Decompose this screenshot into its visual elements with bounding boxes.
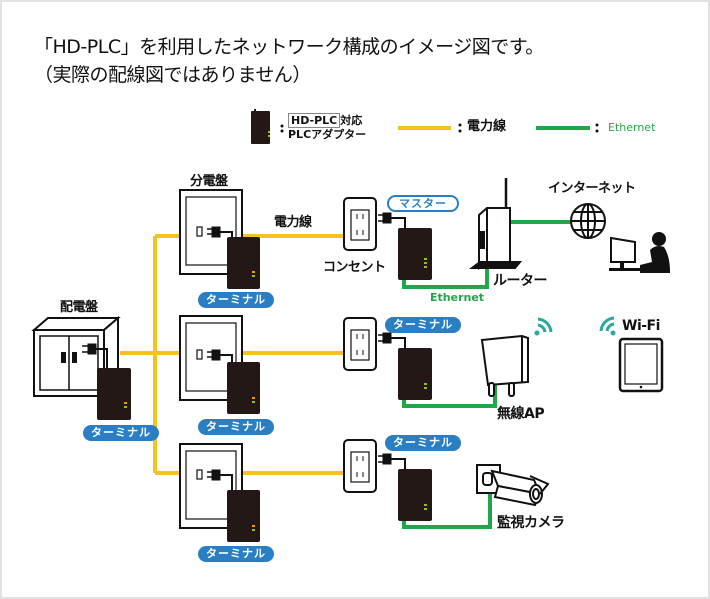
legend-ethernet-label: Ethernet: [608, 121, 656, 134]
outlet-icon-2: [343, 317, 377, 371]
security-camera-icon: [476, 464, 550, 507]
plc-adapter-main: [97, 368, 131, 420]
terminal-badge: ターミナル: [198, 546, 274, 562]
main-panel-label: 配電盤: [60, 300, 98, 315]
terminal-badge: ターミナル: [198, 292, 274, 308]
outlet-icon-3: [343, 439, 377, 493]
router-label: ルーター: [493, 273, 548, 289]
legend-power-line-label: 電力線: [467, 119, 507, 134]
diagram-subtitle: （実際の配線図ではありません）: [34, 64, 311, 86]
wifi-signal-icon-ap: [534, 317, 553, 336]
plug-icon: [378, 453, 406, 469]
plc-adapter-master: [398, 228, 432, 280]
router-icon: [469, 178, 523, 270]
plug-icon: [378, 212, 406, 228]
ethernet-lines: [402, 220, 571, 529]
sub-panel-label: 分電盤: [190, 174, 228, 189]
plc-adapter-sub-3: [227, 490, 260, 542]
globe-icon: [570, 203, 606, 239]
plc-adapter-sub-1: [227, 237, 260, 289]
plug-icon: [207, 469, 233, 490]
ethernet-line-camera: [402, 494, 492, 529]
user-at-computer-icon: [609, 232, 670, 273]
master-badge: マスター: [387, 195, 459, 212]
wireless-ap-icon: [480, 334, 529, 397]
ethernet-line-ap: [402, 384, 497, 408]
outlet-label: コンセント: [323, 260, 386, 275]
wifi-label: Wi-Fi: [622, 318, 660, 334]
plug-icon: [82, 343, 108, 370]
wireless-ap-label: 無線AP: [497, 406, 545, 422]
compatible-text: 対応: [340, 114, 363, 127]
terminal-badge: ターミナル: [385, 435, 461, 451]
internet-label: インターネット: [548, 181, 636, 196]
outlet-icon-1: [343, 197, 377, 251]
legend-adapter-icon: [251, 109, 270, 144]
plug-icon: [207, 349, 233, 362]
terminal-badge: ターミナル: [83, 425, 159, 441]
wifi-signal-icon: [599, 316, 616, 336]
diagram-title: 「HD-PLC」を利用したネットワーク構成のイメージ図です。: [34, 36, 544, 58]
plc-adapter-sub-2: [227, 362, 260, 414]
ethernet-label: Ethernet: [430, 291, 485, 304]
tablet-icon: [618, 337, 664, 393]
ethernet-line-router: [402, 265, 489, 289]
plc-adapter-ap: [398, 348, 432, 400]
legend-adapter-label-line2: PLCアダプター: [288, 128, 367, 141]
plc-adapter-camera: [398, 469, 432, 521]
hd-plc-text: HD-PLC: [288, 113, 341, 128]
plug-icon: [378, 332, 406, 348]
terminal-badge: ターミナル: [385, 317, 461, 333]
camera-label: 監視カメラ: [497, 515, 565, 531]
power-line-label: 電力線: [274, 215, 312, 230]
terminal-badge: ターミナル: [198, 419, 274, 435]
legend: [251, 109, 599, 144]
